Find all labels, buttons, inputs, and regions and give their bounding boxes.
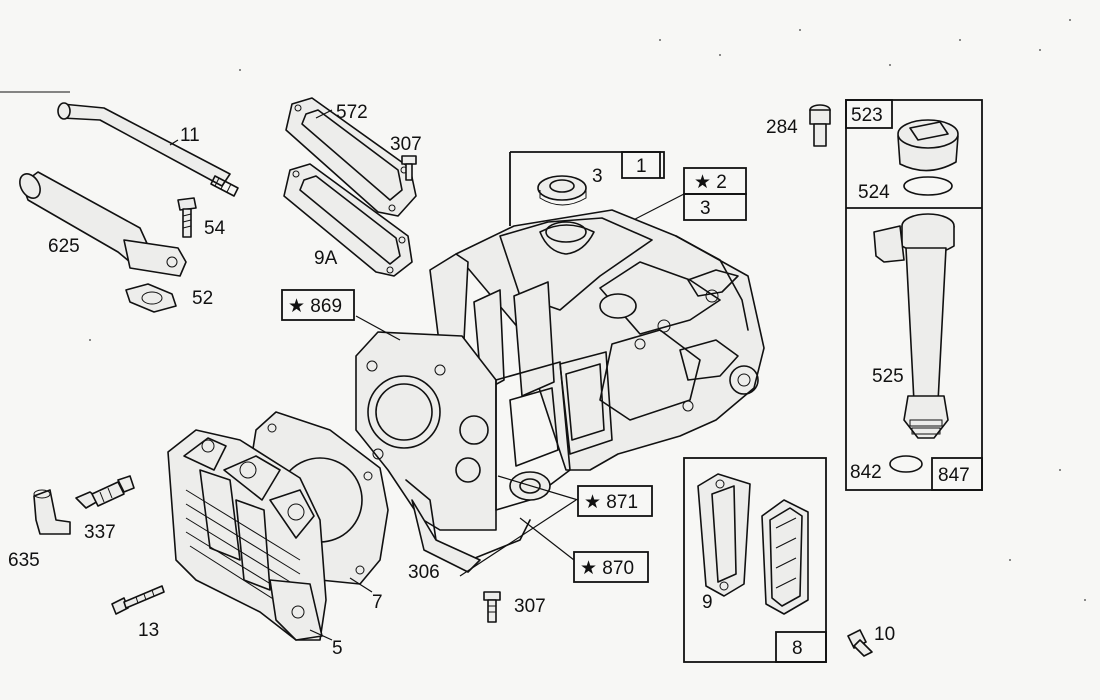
- breather-cover-gasket-icon[interactable]: [283, 97, 417, 277]
- cylinder-head-icon[interactable]: [167, 429, 327, 641]
- plug-boot-icon[interactable]: [33, 489, 71, 535]
- box-869: [281, 289, 355, 321]
- label-7[interactable]: 7: [372, 592, 383, 613]
- screw-icon[interactable]: [177, 197, 197, 238]
- part-labels: 11 54 625 52 572 307 9A 3 1 ★ 2 3 284 52…: [8, 102, 970, 659]
- label-52[interactable]: 52: [192, 288, 213, 309]
- scan-noise: [89, 19, 1086, 601]
- label-869[interactable]: ★ 869: [288, 296, 342, 317]
- screw-icon[interactable]: [483, 591, 501, 623]
- label-8[interactable]: 8: [792, 638, 803, 659]
- leader-870: [519, 517, 575, 561]
- label-3-seal[interactable]: 3: [592, 166, 603, 187]
- box-8: [775, 631, 827, 663]
- label-625[interactable]: 625: [48, 236, 80, 257]
- leader-7: [349, 577, 373, 593]
- leader-871: [497, 475, 579, 501]
- label-871[interactable]: ★ 871: [584, 492, 638, 513]
- label-306[interactable]: 306: [408, 562, 440, 583]
- label-572[interactable]: 572: [336, 102, 368, 123]
- dipstick-cap-icon[interactable]: [897, 119, 959, 196]
- oil-seal-icon[interactable]: [537, 175, 587, 206]
- spark-plug-icon[interactable]: [75, 475, 135, 509]
- screw-icon[interactable]: [847, 629, 873, 657]
- label-9[interactable]: 9: [702, 592, 713, 613]
- label-5[interactable]: 5: [332, 638, 343, 659]
- leader-11: [169, 139, 179, 146]
- label-847[interactable]: 847: [938, 465, 970, 486]
- gasket-icon[interactable]: [125, 283, 177, 313]
- label-525[interactable]: 525: [872, 366, 904, 387]
- screw-icon[interactable]: [401, 155, 417, 181]
- label-870[interactable]: ★ 870: [580, 558, 634, 579]
- label-13[interactable]: 13: [138, 620, 159, 641]
- label-2[interactable]: ★ 2: [694, 172, 727, 193]
- label-1[interactable]: 1: [636, 156, 647, 177]
- breather-hose-icon[interactable]: [16, 170, 187, 277]
- leader-572: [315, 109, 333, 119]
- label-523[interactable]: 523: [851, 105, 883, 126]
- plug-icon[interactable]: [809, 104, 831, 147]
- box-523: [845, 99, 893, 129]
- oring-icon[interactable]: [889, 455, 923, 473]
- group-frame-8: [683, 457, 827, 663]
- label-9a[interactable]: 9A: [314, 248, 338, 269]
- label-11[interactable]: 11: [180, 125, 200, 146]
- label-524[interactable]: 524: [858, 182, 890, 203]
- label-635[interactable]: 635: [8, 550, 40, 571]
- box-870: [573, 551, 649, 583]
- label-842[interactable]: 842: [850, 462, 882, 483]
- label-3-box[interactable]: 3: [700, 198, 711, 219]
- oil-fill-tube-icon[interactable]: [873, 213, 955, 439]
- label-10[interactable]: 10: [874, 624, 895, 645]
- cylinder-block-icon[interactable]: [355, 209, 765, 573]
- breather-tube-icon[interactable]: [57, 102, 239, 197]
- group-frame-847: [845, 99, 983, 491]
- screw-icon[interactable]: [111, 585, 165, 615]
- label-307-bottom[interactable]: 307: [514, 596, 546, 617]
- breather-assembly-icon[interactable]: [697, 473, 809, 615]
- box-871: [577, 485, 653, 517]
- label-337[interactable]: 337: [84, 522, 116, 543]
- leader-869: [355, 315, 401, 341]
- leader-306: [459, 499, 577, 577]
- box-1: [621, 151, 665, 179]
- box-3: [683, 193, 747, 221]
- label-284[interactable]: 284: [766, 117, 798, 138]
- label-54[interactable]: 54: [204, 218, 226, 239]
- leader-5: [309, 629, 333, 641]
- box-847: [931, 457, 983, 491]
- label-307-top[interactable]: 307: [390, 134, 422, 155]
